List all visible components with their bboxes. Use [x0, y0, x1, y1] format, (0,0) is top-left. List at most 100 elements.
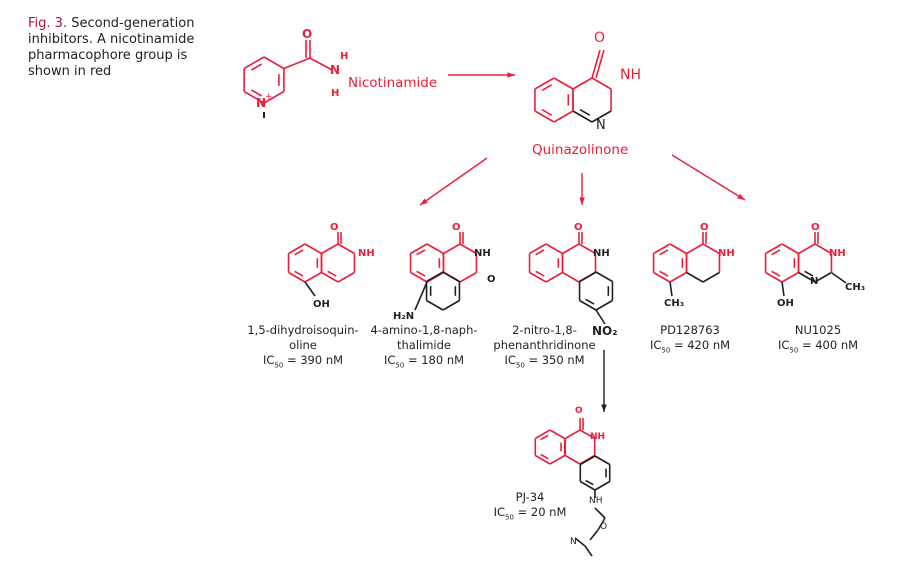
- charge: +: [265, 92, 273, 102]
- bond: [309, 57, 333, 71]
- bond: [541, 84, 553, 92]
- bond: [781, 271, 799, 283]
- bond: [288, 243, 306, 255]
- caption-text: Second-generation inhibitors. A nicotina…: [28, 16, 195, 79]
- bond: [585, 479, 594, 486]
- bond: [534, 429, 551, 440]
- atom-o: O: [487, 274, 496, 285]
- bond: [669, 243, 687, 255]
- atom-nh: NH: [593, 248, 610, 259]
- bond: [442, 271, 460, 283]
- bond: [459, 243, 477, 255]
- bond: [283, 57, 311, 70]
- bond: [771, 270, 781, 277]
- bond: [781, 281, 785, 297]
- ic50: IC50 = 400 nM: [777, 338, 859, 355]
- bond: [534, 110, 555, 123]
- bond: [595, 309, 606, 325]
- bond: [765, 271, 783, 283]
- bond: [545, 243, 563, 255]
- bond: [771, 249, 781, 256]
- bond: [337, 271, 355, 283]
- compound-name: 4-amino-1,8-naph-: [370, 323, 478, 337]
- bond: [443, 243, 461, 255]
- bond: [686, 243, 704, 255]
- bond: [702, 243, 720, 255]
- bond: [263, 56, 285, 70]
- bond: [549, 454, 566, 465]
- bond: [781, 243, 799, 255]
- atom-nh: NH: [590, 432, 606, 442]
- bond: [804, 270, 814, 277]
- nicotinamide-label: Nicotinamide: [348, 75, 438, 91]
- compound-label: 4-amino-1,8-naph- thalimide IC50 = 180 n…: [364, 323, 484, 373]
- atom-oh: OH: [777, 298, 794, 309]
- bond: [545, 271, 563, 283]
- bond: [798, 271, 816, 283]
- bond: [595, 299, 613, 311]
- bond: [529, 243, 547, 255]
- atom-o: O: [811, 222, 820, 233]
- bond: [579, 480, 596, 491]
- bond: [653, 243, 671, 255]
- bond: [597, 517, 606, 531]
- bond: [589, 529, 599, 541]
- bond: [553, 77, 574, 90]
- bond: [579, 429, 596, 440]
- atom-nh: NH: [620, 67, 641, 83]
- bond: [584, 545, 593, 557]
- arrowhead: [737, 193, 745, 200]
- atom-h: H: [331, 88, 340, 99]
- compound-name: PJ-34: [515, 490, 545, 504]
- ic50: IC50 = 390 nM: [262, 353, 344, 370]
- figure-number: Fig. 3.: [28, 16, 68, 31]
- bond: [410, 271, 428, 283]
- compound-label: 1,5-dihydroisoquin- oline IC50 = 390 nM: [243, 323, 363, 373]
- bond: [529, 271, 547, 283]
- atom-nh: NH: [358, 248, 375, 259]
- bond: [591, 49, 601, 79]
- arrow: [419, 157, 488, 206]
- bond: [579, 271, 597, 283]
- bond: [288, 271, 306, 283]
- bond: [562, 271, 580, 283]
- bond: [426, 243, 444, 255]
- atom-nh: NH: [829, 248, 846, 259]
- bond: [659, 270, 669, 277]
- atom-oh: OH: [313, 299, 330, 310]
- atom-h: H: [340, 51, 349, 62]
- bond: [579, 455, 596, 466]
- atom-no2: NO₂: [592, 324, 618, 338]
- arrowhead: [507, 72, 515, 78]
- atom-ch3: CH₃: [664, 298, 685, 309]
- atom-n: N: [596, 118, 606, 133]
- bond: [594, 507, 606, 519]
- bond: [579, 299, 597, 311]
- compound-name: thalimide: [396, 338, 451, 352]
- bond: [304, 271, 322, 283]
- bond: [426, 299, 444, 311]
- bond: [659, 249, 669, 256]
- bond: [294, 270, 304, 277]
- bond: [549, 429, 566, 440]
- atom-o: O: [330, 222, 339, 233]
- bond: [669, 281, 673, 297]
- compound-name: NU1025: [794, 323, 842, 337]
- bond: [579, 108, 591, 116]
- compound-label: NU1025 IC50 = 400 nM: [768, 323, 868, 358]
- bond: [414, 281, 428, 311]
- compound-label: PD128763 IC50 = 420 nM: [640, 323, 740, 358]
- atom-n: N: [810, 276, 819, 287]
- arrowhead: [601, 404, 607, 412]
- compound-name: PD128763: [660, 323, 720, 337]
- atom-n: N: [570, 537, 577, 547]
- bond: [416, 270, 426, 277]
- bond: [572, 110, 593, 123]
- bond: [534, 454, 551, 465]
- atom-o: O: [700, 222, 709, 233]
- ring-n: N: [256, 96, 267, 110]
- ic50: IC50 = 420 nM: [649, 338, 731, 355]
- bond: [814, 243, 832, 255]
- bond: [585, 298, 595, 305]
